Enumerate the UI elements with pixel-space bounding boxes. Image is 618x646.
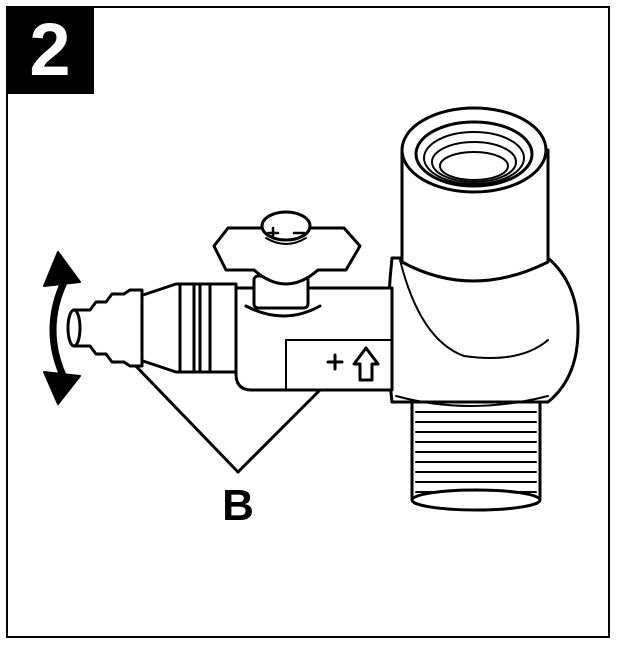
hose-barb-nozzle (66, 282, 238, 374)
step-number-badge: 2 (6, 6, 94, 94)
up-arrow-icon (352, 346, 380, 382)
valve-handle[interactable] (212, 210, 362, 286)
rotate-arrow-icon (43, 251, 81, 405)
valve-body (386, 256, 580, 407)
handle-plus-icon (266, 226, 280, 240)
callout-lines (128, 358, 324, 474)
bottom-threaded-connector (410, 394, 542, 512)
top-threaded-connector (400, 106, 550, 283)
plus-mark-icon (326, 353, 344, 371)
callout-label-b: B (222, 481, 254, 530)
